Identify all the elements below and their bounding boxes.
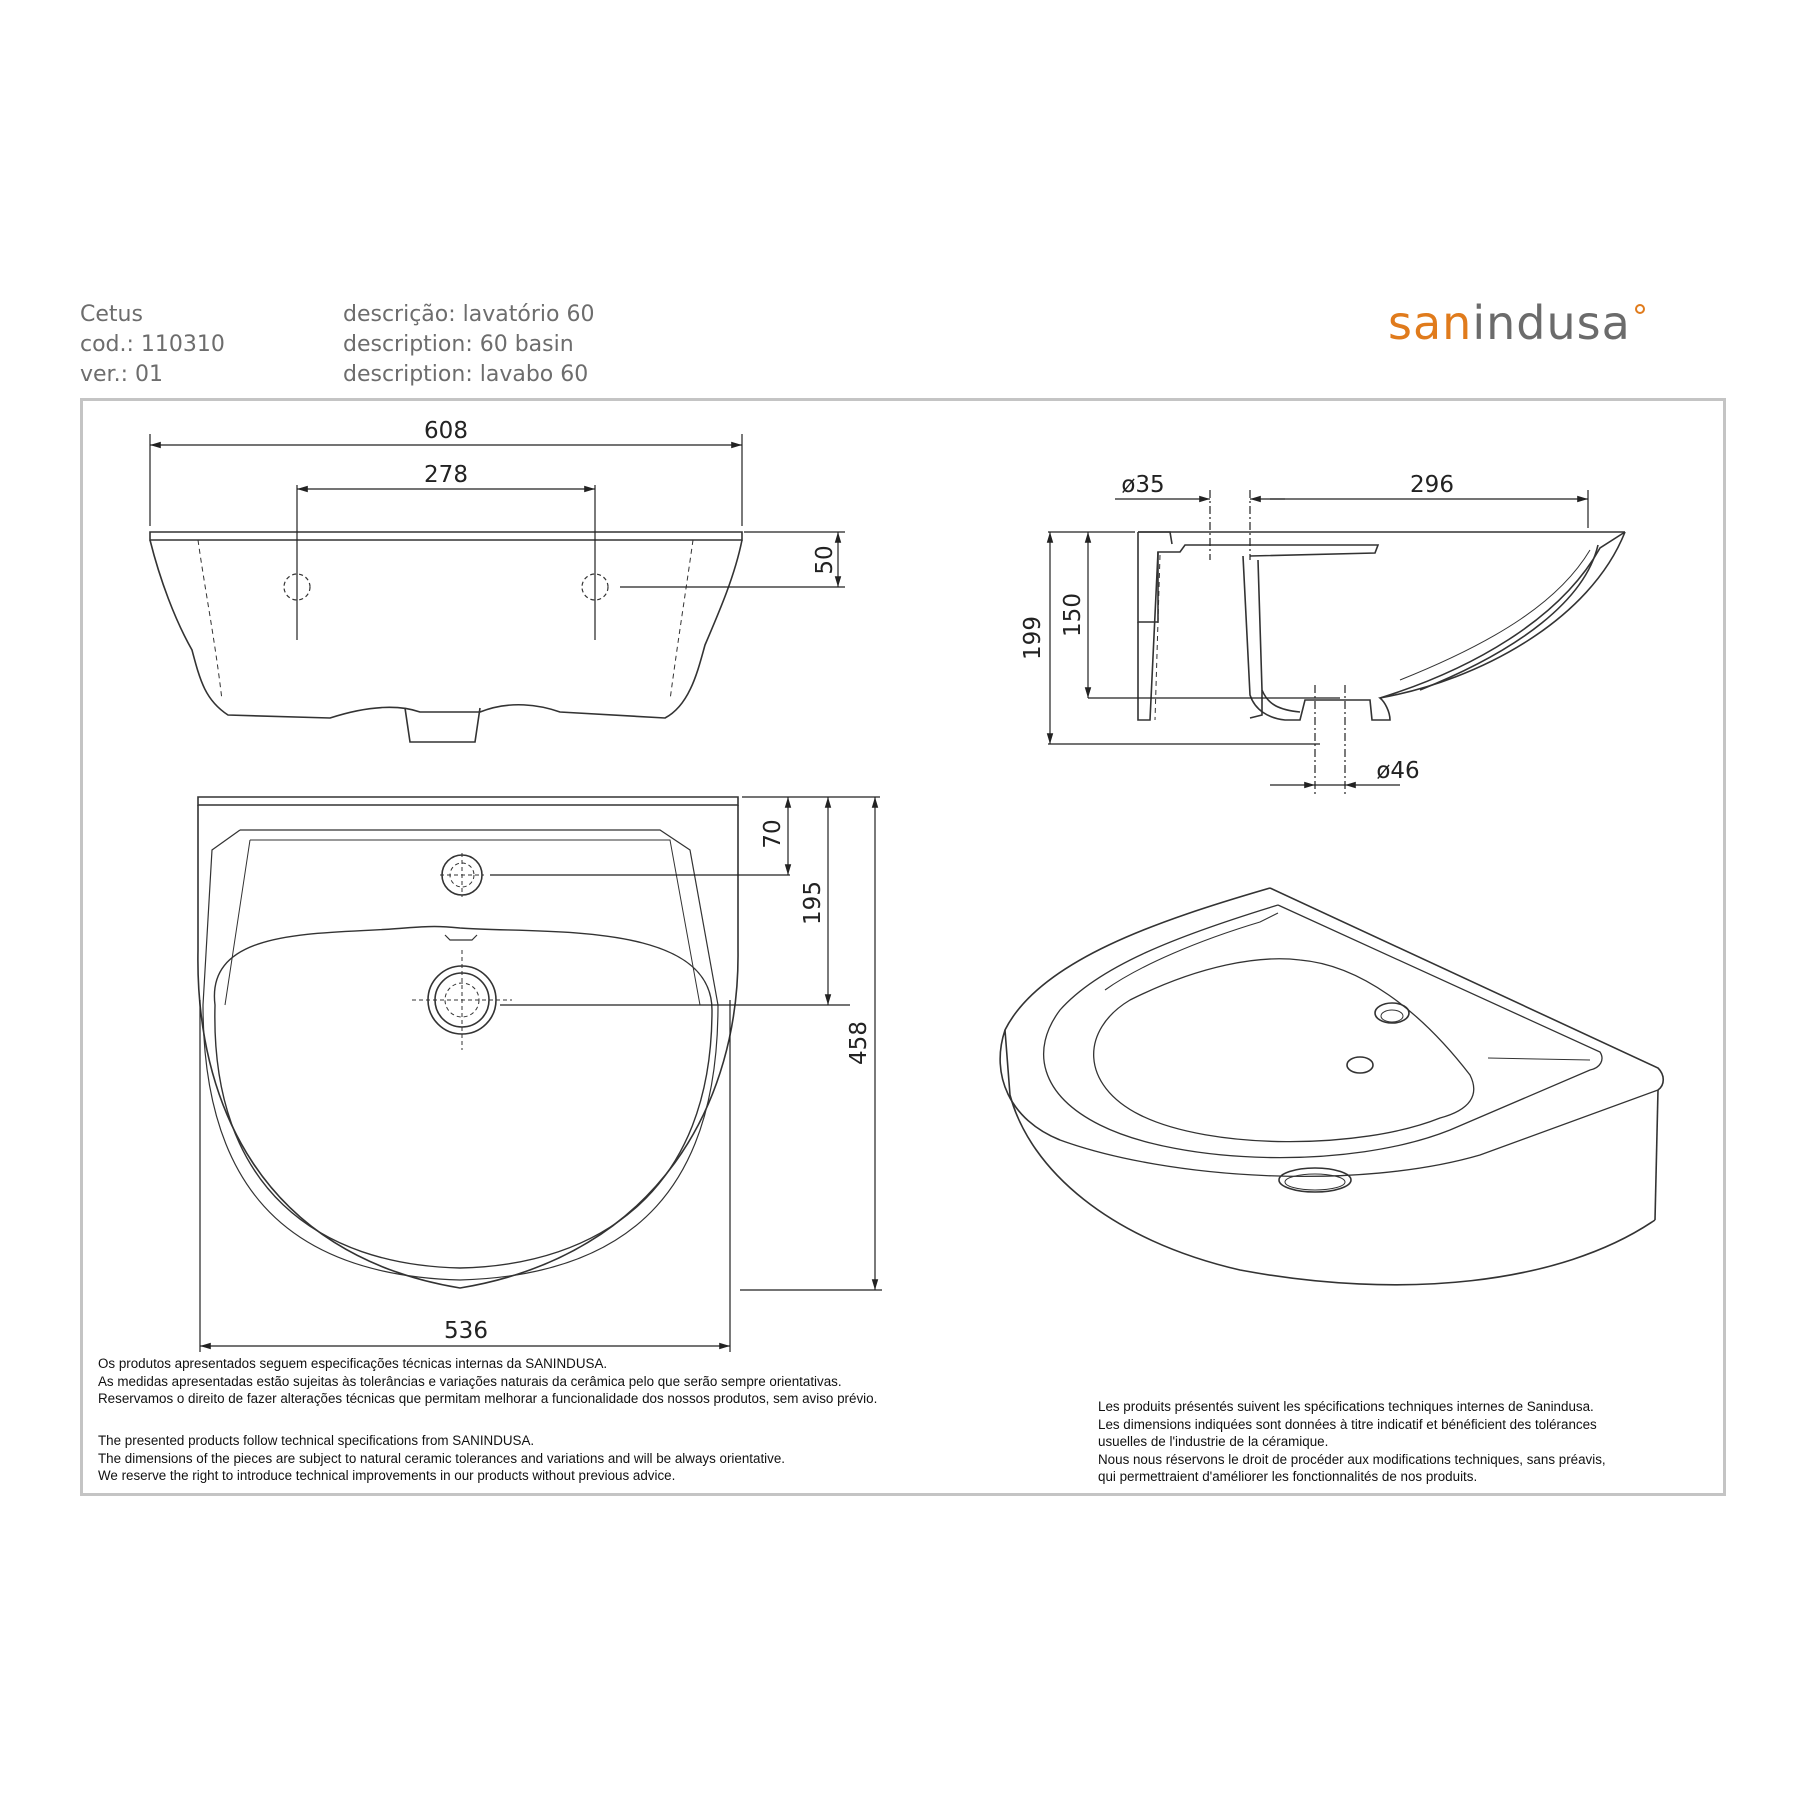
note-line: Os produtos apresentados seguem especifi… [98,1356,608,1371]
product-descriptions: descrição: lavatório 60 description: 60 … [343,300,594,390]
dim-overflow-diameter: ø35 [1121,472,1164,498]
note-line: Les produits présentés suivent les spéci… [1098,1399,1594,1414]
top-view [197,796,739,1289]
dim-tap-spacing: 278 [424,462,468,488]
product-code: cod.: 110310 [80,332,225,357]
side-section-dimensions [1046,490,1589,795]
description-pt: descrição: lavatório 60 [343,302,595,327]
dim-tap-hole-offset: 70 [760,819,786,848]
note-line: We reserve the right to introduce techni… [98,1468,676,1483]
front-view-dimensions [149,434,845,640]
dim-tap-height: 50 [812,545,838,574]
product-name: Cetus [80,302,143,327]
note-line: Nous nous réservons le droit de procéder… [1098,1451,1606,1467]
note-line: Les dimensions indiquées sont données à … [1098,1416,1597,1432]
note-line: The dimensions of the pieces are subject… [98,1450,786,1466]
notes-english: The presented products follow technical … [98,1432,785,1485]
note-line: The presented products follow technical … [98,1433,535,1448]
top-view-dimensions [199,796,882,1352]
description-fr: description: lavabo 60 [343,362,589,387]
product-version: ver.: 01 [80,362,163,387]
description-en: description: 60 basin [343,332,574,357]
front-view [149,531,743,743]
dim-inner-width: 536 [444,1318,488,1344]
dim-total-height: 199 [1020,616,1046,660]
note-line: qui permettraient d'améliorer les foncti… [1098,1469,1478,1484]
perspective-view [999,887,1665,1286]
dim-waste-diameter: ø46 [1376,758,1419,784]
dim-front-width: 608 [424,418,468,444]
dim-bowl-height: 150 [1060,593,1086,637]
note-line: As medidas apresentadas estão sujeitas à… [98,1373,842,1389]
sanindusa-logo: sanindusa [1388,296,1645,350]
notes-french: Les produits présentés suivent les spéci… [1098,1398,1606,1486]
side-section [1137,531,1626,721]
notes-portuguese: Os produtos apresentados seguem especifi… [98,1355,877,1408]
dim-depth: 296 [1410,472,1454,498]
dim-total-depth: 458 [846,1021,872,1065]
drawing-frame [80,398,1726,1496]
note-line: usuelles de l'industrie de la céramique. [1098,1434,1329,1449]
dim-waste-offset: 195 [800,881,826,925]
product-info: Cetus cod.: 110310 ver.: 01 [80,300,225,390]
note-line: Reservamos o direito de fazer alterações… [98,1391,878,1406]
